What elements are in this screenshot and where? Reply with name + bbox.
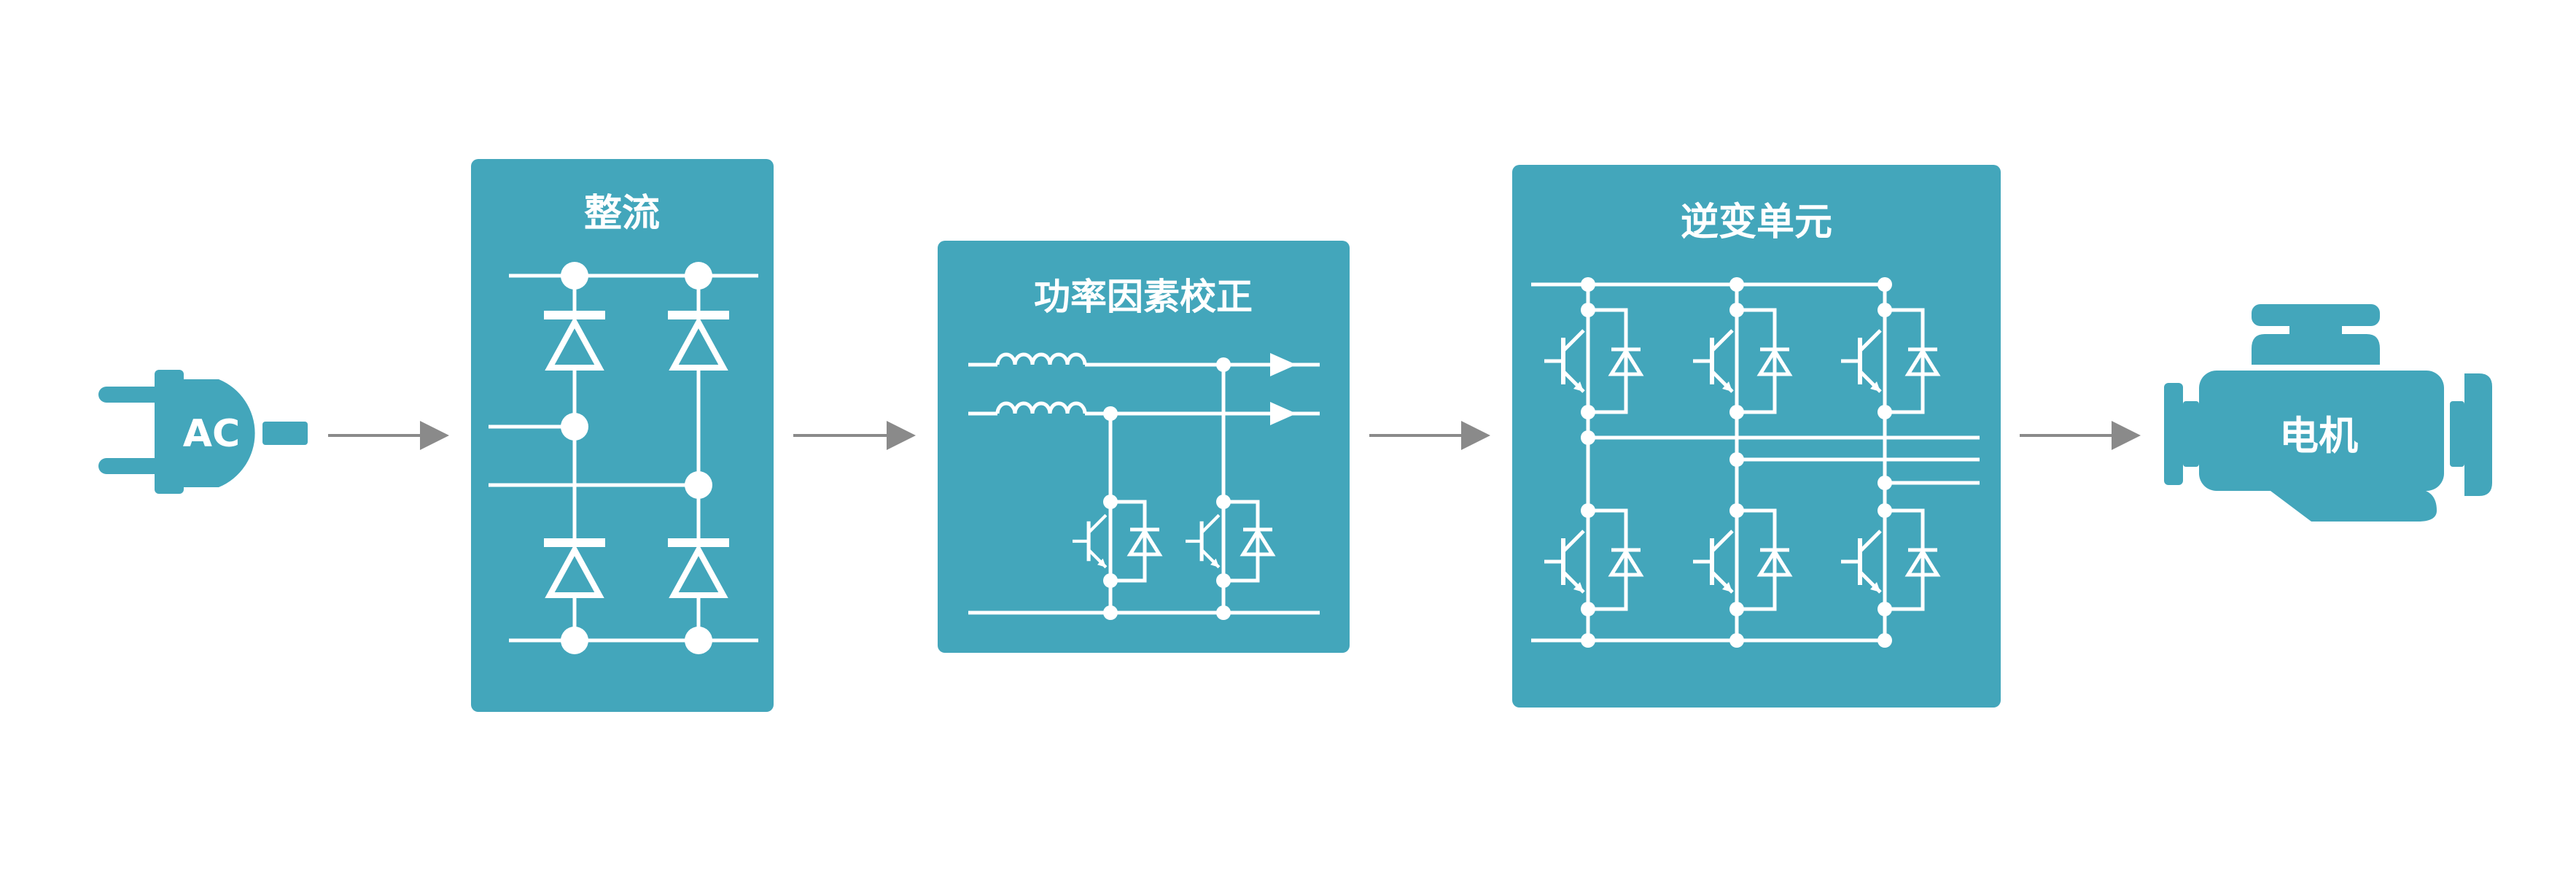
motor-label: 电机: [2279, 413, 2358, 459]
pfc-title: 功率因素校正: [1034, 276, 1253, 318]
rectifier-block: 整流: [471, 159, 774, 712]
inverter-title: 逆变单元: [1681, 201, 1832, 244]
inverter-circuit: [1531, 282, 1980, 643]
rectifier-junctions: [561, 262, 712, 654]
rectifier-title: 整流: [584, 192, 660, 236]
pfc-junctions: [1103, 357, 1231, 620]
inverter-junctions: [1581, 277, 1892, 648]
power-plug-icon: AC: [98, 370, 308, 494]
ac-label: AC: [183, 412, 240, 456]
inverter-block: 逆变单元: [1512, 165, 2001, 708]
rectifier-diodes: [544, 311, 729, 598]
pfc-block: 功率因素校正: [938, 241, 1350, 653]
motor-icon: 电机: [2164, 304, 2492, 522]
